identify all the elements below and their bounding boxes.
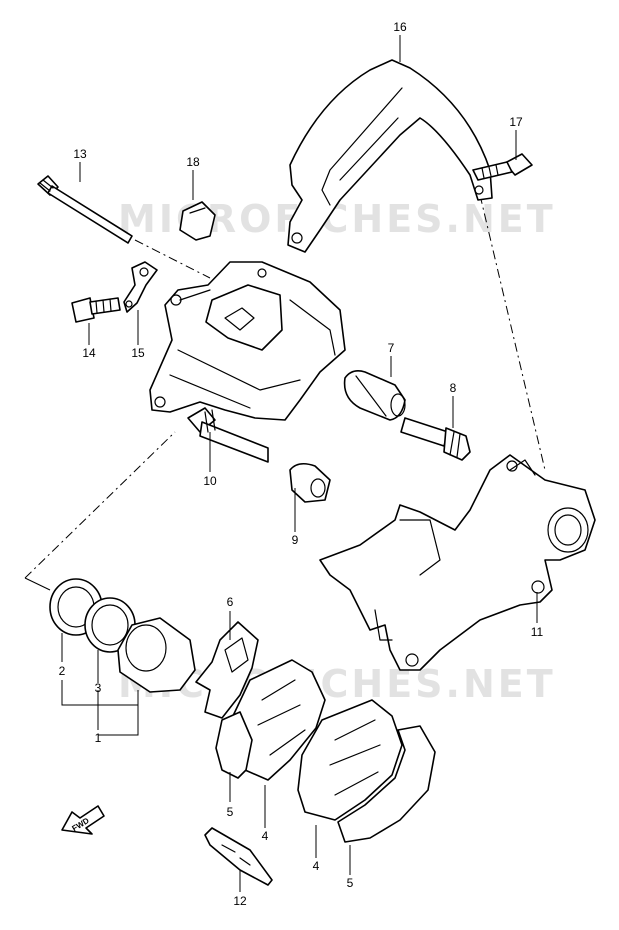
callout-2: 2 xyxy=(59,664,66,678)
part-8-pin[interactable] xyxy=(400,417,471,461)
part-11-caliper-bracket[interactable] xyxy=(319,454,596,671)
part-5-shim-front[interactable] xyxy=(215,711,253,779)
callout-17: 17 xyxy=(509,115,523,129)
callout-14: 14 xyxy=(82,346,96,360)
callout-7: 7 xyxy=(388,341,395,355)
callout-6: 6 xyxy=(227,595,234,609)
alignment-line-bolt xyxy=(134,239,211,279)
part-3-dust-seal[interactable] xyxy=(84,597,136,653)
callout-11: 11 xyxy=(531,625,544,639)
callout-5-front: 5 xyxy=(227,805,234,819)
part-9-boot[interactable] xyxy=(289,462,331,503)
part-15-bleeder-cap[interactable] xyxy=(123,261,158,313)
alignment-line-piston-lower xyxy=(24,577,51,591)
callout-3: 3 xyxy=(95,681,102,695)
caliper-body[interactable] xyxy=(149,261,346,421)
callout-1: 1 xyxy=(95,731,102,745)
callout-4-front: 4 xyxy=(262,829,269,843)
part-4-pad-rear[interactable] xyxy=(297,699,403,821)
part-10-slide-pin[interactable] xyxy=(187,407,269,463)
part-7-sleeve[interactable] xyxy=(343,370,406,421)
callout-18: 18 xyxy=(186,155,200,169)
part-18-cap[interactable] xyxy=(179,201,216,241)
part-6-pad-spring[interactable] xyxy=(195,621,259,719)
part-17-bolt[interactable] xyxy=(472,153,533,181)
leader-lines xyxy=(61,35,538,892)
callout-12: 12 xyxy=(233,894,247,908)
callout-13: 13 xyxy=(73,147,87,161)
part-5-shim-rear[interactable] xyxy=(337,725,436,843)
part-12-pad-retainer[interactable] xyxy=(204,827,273,886)
alignment-line-piston xyxy=(24,431,176,579)
callout-5-rear: 5 xyxy=(347,876,354,890)
callout-9: 9 xyxy=(292,533,299,547)
alignment-line-bracket xyxy=(479,194,546,471)
callout-15: 15 xyxy=(131,346,145,360)
piston[interactable] xyxy=(117,617,196,693)
callout-10: 10 xyxy=(203,474,217,488)
part-14-bleeder-valve[interactable] xyxy=(71,297,121,323)
callout-4-rear: 4 xyxy=(313,859,320,873)
part-16-hanger-bracket[interactable] xyxy=(287,59,493,253)
part-13-pin-bolt[interactable] xyxy=(37,175,133,244)
callout-8: 8 xyxy=(450,381,457,395)
callout-16: 16 xyxy=(393,20,407,34)
fwd-arrow: FWD xyxy=(61,805,105,835)
